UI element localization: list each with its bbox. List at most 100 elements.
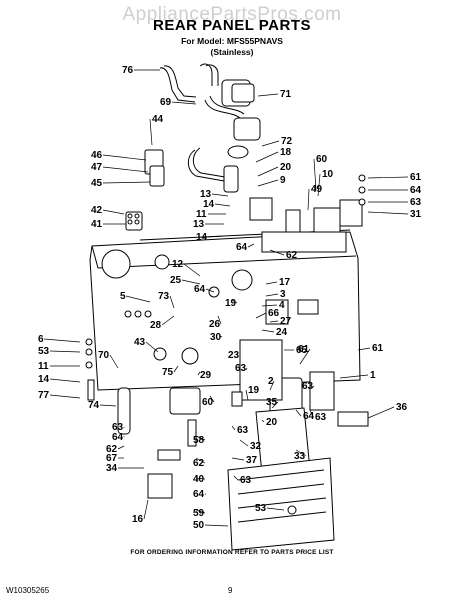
callout-leader-line: [239, 439, 249, 447]
callout-number: 70: [98, 350, 110, 361]
callout-number: 64: [193, 489, 205, 500]
callout-number: 58: [193, 435, 205, 446]
callout-number: 17: [279, 277, 291, 288]
callout-leader-line: [245, 389, 249, 401]
callout-number: 63: [235, 363, 247, 374]
left-control-parts: [125, 149, 165, 231]
callout-number: 67: [106, 453, 118, 464]
finish-line: (Stainless): [210, 47, 254, 57]
callout-leader-line: [207, 235, 227, 238]
callout-number: 63: [237, 425, 249, 436]
callout-leader-line: [49, 350, 81, 353]
callout-number: 60: [316, 154, 328, 165]
callout-leader-line: [195, 477, 206, 480]
callout-number: 75: [162, 367, 174, 378]
callout-leader-line: [255, 312, 267, 319]
callout-leader-line: [231, 457, 245, 461]
callout-leader-line: [209, 395, 215, 403]
callout-number: 25: [170, 275, 182, 286]
callout-number: 62: [193, 458, 205, 469]
callout-number: 72: [281, 136, 293, 147]
callout-leader-line: [214, 203, 231, 207]
callout-number: 77: [38, 390, 50, 401]
callout-number: 49: [311, 184, 323, 195]
callout-number: 60: [202, 397, 214, 408]
callout-number: 27: [280, 316, 292, 327]
callout-leader-line: [117, 445, 125, 450]
callout-number: 10: [322, 169, 334, 180]
callout-leader-line: [269, 320, 279, 323]
callout-number: 53: [38, 346, 50, 357]
callout-number: 42: [91, 205, 103, 216]
callout-number: 1: [370, 370, 376, 381]
callout-number: 2: [268, 376, 274, 387]
callout-number: 5: [120, 291, 126, 302]
lower-components: [117, 339, 369, 551]
page-title: REAR PANEL PARTS: [152, 17, 311, 34]
callout-number: 63: [240, 475, 252, 486]
right-brackets: [249, 197, 363, 253]
callout-number: 16: [132, 514, 144, 525]
callout-leader-line: [295, 409, 302, 417]
callout-leader-line: [149, 118, 153, 146]
callout-leader-line: [99, 404, 117, 407]
callout-leader-line: [173, 365, 179, 373]
callout-number: 36: [396, 402, 408, 413]
callout-number: 59: [193, 508, 205, 519]
callout-number: 44: [152, 114, 164, 125]
callout-number: 63: [410, 197, 422, 208]
callout-number: 64: [410, 185, 422, 196]
callout-number: 26: [209, 319, 221, 330]
callout-number: 20: [266, 417, 278, 428]
callout-leader-line: [102, 166, 149, 173]
callout-leader-line: [125, 295, 151, 303]
callout-number: 20: [280, 162, 292, 173]
callout-leader-line: [231, 425, 236, 431]
callout-leader-line: [339, 374, 369, 379]
callout-leader-line: [231, 299, 238, 304]
callout-number: 65: [296, 345, 308, 356]
callout-number: 13: [200, 189, 212, 200]
callout-leader-line: [295, 449, 307, 457]
callout-number: 11: [38, 361, 49, 372]
callout-number: 43: [134, 337, 146, 348]
callout-number: 46: [91, 150, 103, 161]
callout-leader-line: [43, 338, 81, 343]
callout-number: 62: [286, 250, 298, 261]
callout-number: 30: [210, 332, 222, 343]
callout-number: 37: [246, 455, 258, 466]
callout-leader-line: [367, 211, 409, 215]
callout-leader-line: [217, 315, 222, 325]
watermark: AppliancePartsPros.com: [122, 4, 342, 25]
callout-leader-line: [367, 406, 395, 419]
callout-number: 12: [172, 259, 184, 270]
callout-number: 19: [225, 298, 237, 309]
callout-leader-line: [219, 335, 223, 338]
callout-leader-line: [102, 154, 147, 161]
callout-number: 64: [194, 284, 206, 295]
callout-number: 69: [160, 97, 172, 108]
callout-number: 64: [112, 432, 124, 443]
callout-leader-line: [205, 288, 215, 293]
callout-number: 41: [91, 219, 103, 230]
callout-leader-line: [317, 173, 321, 197]
callout-leader-line: [266, 507, 285, 511]
callout-leader-line: [171, 101, 197, 105]
callout-leader-line: [197, 371, 201, 376]
ordering-note: FOR ORDERING INFORMATION REFER TO PARTS …: [130, 549, 334, 556]
callout-number: 14: [203, 199, 215, 210]
callout-number: 64: [236, 242, 248, 253]
callout-number: 6: [38, 334, 44, 345]
callout-number: 14: [38, 374, 50, 385]
callout-leader-line: [145, 341, 159, 353]
callout-number: 61: [298, 344, 310, 355]
document-id: W10305265: [6, 586, 50, 595]
callout-number: 13: [193, 219, 205, 230]
callout-leader-line: [307, 188, 310, 211]
callout-number: 63: [302, 381, 314, 392]
callout-leader-line: [102, 181, 151, 184]
callout-leader-line: [233, 475, 239, 481]
callout-leader-line: [195, 457, 206, 464]
